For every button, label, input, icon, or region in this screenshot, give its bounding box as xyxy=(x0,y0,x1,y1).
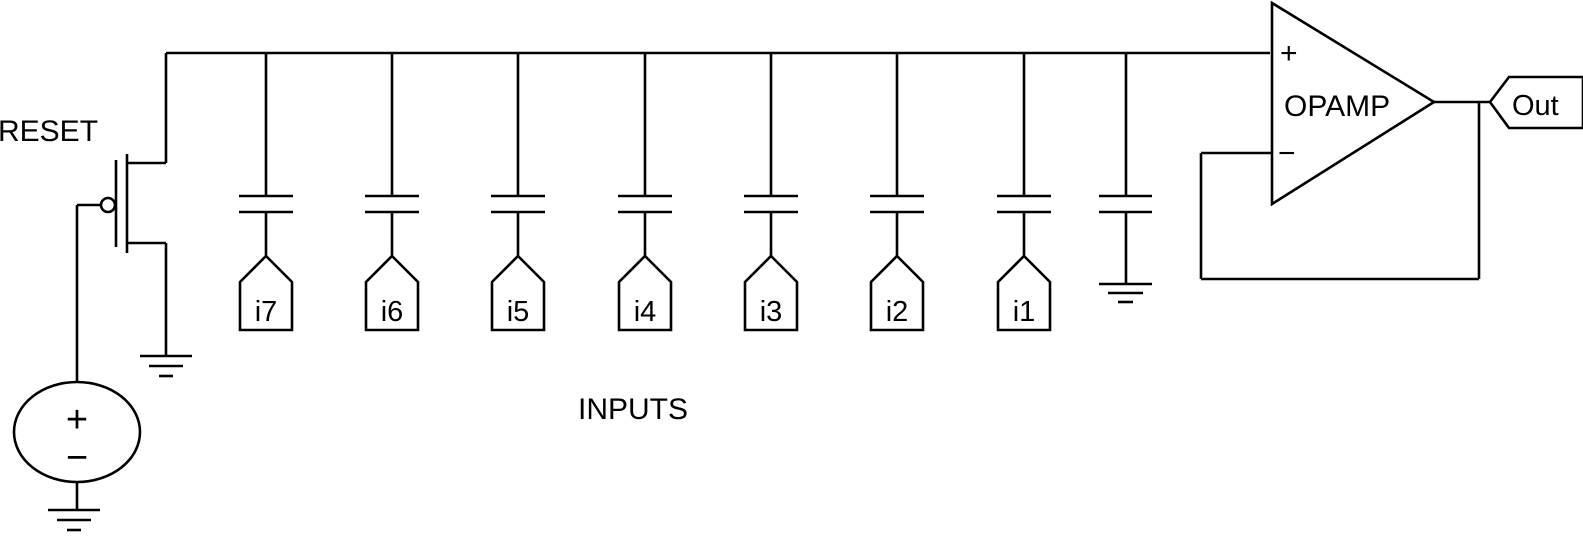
voltage-source: + − xyxy=(12,380,142,510)
input-port-pin xyxy=(490,254,546,332)
capacitor-branch-i6: i6 xyxy=(364,53,420,332)
input-port-pin xyxy=(869,254,925,332)
input-port-label: i6 xyxy=(381,296,404,328)
feedback-wire xyxy=(1199,100,1490,281)
ground-symbol xyxy=(48,508,100,532)
input-port-pin xyxy=(617,254,673,332)
input-port-label: i3 xyxy=(760,296,783,328)
grounded-capacitor xyxy=(1099,53,1152,304)
opamp-minus-input-sign: − xyxy=(1278,137,1296,170)
ground-symbol xyxy=(1099,282,1152,304)
input-port-pin xyxy=(364,254,420,332)
output-port-label: Out xyxy=(1512,90,1559,122)
capacitor-branch-i2: i2 xyxy=(869,53,925,332)
input-port-label: i1 xyxy=(1013,296,1036,328)
input-port-label: i4 xyxy=(634,296,657,328)
capacitor-branch-i5: i5 xyxy=(490,53,546,332)
opamp-label: OPAMP xyxy=(1284,90,1390,123)
input-port-pin xyxy=(996,254,1052,332)
source-minus-sign: − xyxy=(66,437,88,479)
input-port-label: i7 xyxy=(255,296,278,328)
input-capacitor-branches: i7 i6 i5 i4 i3 i2 i1 xyxy=(238,53,1052,332)
reset-transistor xyxy=(75,53,168,382)
capacitor-branch-i1: i1 xyxy=(996,53,1052,332)
capacitor-branch-i3: i3 xyxy=(743,53,799,332)
capacitor-branch-i7: i7 xyxy=(238,53,294,332)
input-port-label: i2 xyxy=(886,296,909,328)
inputs-label: INPUTS xyxy=(578,393,688,426)
capacitor-branch-i4: i4 xyxy=(617,53,673,332)
input-port-pin xyxy=(238,254,294,332)
opamp-plus-input-sign: + xyxy=(1280,37,1298,70)
input-port-pin xyxy=(743,254,799,332)
source-plus-sign: + xyxy=(66,399,88,441)
gate-bubble xyxy=(99,196,117,214)
input-port-label: i5 xyxy=(507,296,530,328)
output-port: Out xyxy=(1488,75,1583,130)
opamp: + − OPAMP xyxy=(1270,0,1437,207)
ground-symbol xyxy=(140,354,192,378)
reset-label: RESET xyxy=(0,115,98,148)
opamp-triangle xyxy=(1270,0,1437,207)
